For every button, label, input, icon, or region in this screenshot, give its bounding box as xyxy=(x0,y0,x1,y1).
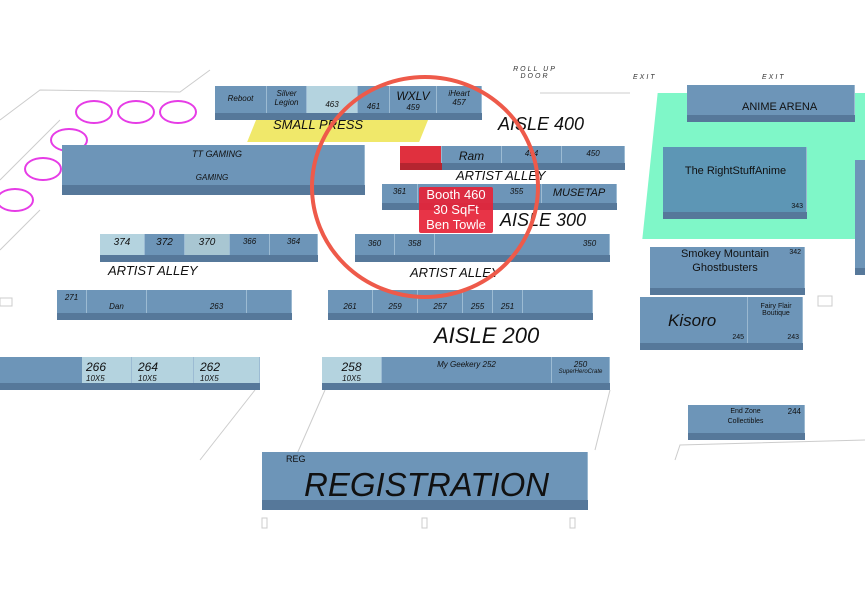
small-press-label: SMALL PRESS xyxy=(273,117,364,132)
booth-461[interactable]: 461 xyxy=(358,86,390,113)
booth-463[interactable]: 463 xyxy=(307,86,358,113)
tooltip-booth: Booth 460 xyxy=(426,187,486,202)
right-edge-booth[interactable] xyxy=(855,160,865,275)
artist-alley-left-row: 374 372 370 366 364 xyxy=(100,234,318,262)
booth-ram[interactable]: Ram xyxy=(442,146,502,163)
booth-263[interactable]: 263 xyxy=(187,290,247,313)
booth-460-highlighted[interactable] xyxy=(400,146,442,170)
booth-450[interactable]: 450 xyxy=(562,146,625,163)
booth-257[interactable]: 257 xyxy=(418,290,463,313)
artist-alley-400-row: Ram 454 450 xyxy=(442,146,625,170)
booth-reboot[interactable]: Reboot xyxy=(215,86,267,113)
booth-end-zone-collectibles[interactable]: End Zone Collectibles 244 xyxy=(688,405,805,440)
booth-364[interactable]: 364 xyxy=(270,234,318,255)
artist-alley-label: ARTIST ALLEY xyxy=(108,263,198,278)
exit-label: EXIT xyxy=(633,74,657,81)
booth-372[interactable]: 372 xyxy=(145,234,185,255)
booth-my-geekery[interactable]: My Geekery 252 xyxy=(382,357,552,383)
artist-alley-label: ARTIST ALLEY xyxy=(410,265,500,280)
booth-fairy-flair-boutique[interactable]: Fairy Flair Boutique 243 xyxy=(748,297,803,350)
booth-350[interactable]: 350 xyxy=(570,234,610,255)
registration-desk[interactable]: REG REGISTRATION xyxy=(262,452,588,510)
booth-361[interactable]: 361 xyxy=(382,184,418,203)
booth-370[interactable]: 370 xyxy=(185,234,230,255)
booth-366[interactable]: 366 xyxy=(230,234,270,255)
booth-355[interactable]: 355 xyxy=(492,184,542,203)
row-200-right: 261 259 257 255 251 xyxy=(328,290,593,320)
artist-alley-label: ARTIST ALLEY xyxy=(456,168,546,183)
table-marker xyxy=(117,100,155,124)
exit-label: EXIT xyxy=(762,74,786,81)
booth-kisoro[interactable]: Kisoro 245 xyxy=(640,297,748,350)
booth-360[interactable]: 360 xyxy=(355,234,395,255)
booth-tooltip: Booth 460 30 SqFt Ben Towle xyxy=(419,187,493,233)
tooltip-vendor: Ben Towle xyxy=(426,217,486,232)
booth-358[interactable]: 358 xyxy=(395,234,435,255)
booth-silver-legion[interactable]: Silver Legion xyxy=(267,86,307,113)
table-marker xyxy=(75,100,113,124)
booth-271[interactable]: 271 xyxy=(57,290,87,313)
booth-dan[interactable]: Dan xyxy=(87,290,147,313)
table-marker xyxy=(159,100,197,124)
anime-arena-block[interactable]: ANIME ARENA xyxy=(687,85,855,122)
booth-musetap[interactable]: MUSETAP xyxy=(542,184,617,203)
booth-255[interactable]: 255 xyxy=(463,290,493,313)
booth-454[interactable]: 454 xyxy=(502,146,562,163)
row-300-lower: 360 358 350 xyxy=(355,234,610,262)
tooltip-size: 30 SqFt xyxy=(433,202,479,217)
aisle-400-label: AISLE 400 xyxy=(498,114,585,134)
booth-374[interactable]: 374 xyxy=(100,234,145,255)
booth-251[interactable]: 251 xyxy=(493,290,523,313)
booth-rightstuffanime[interactable]: The RightStuffAnime 343 xyxy=(663,147,807,219)
roll-up-door-label: ROLL UP DOOR xyxy=(513,66,557,80)
booth-261[interactable]: 261 xyxy=(328,290,373,313)
booth-tt-gaming[interactable]: TT GAMING GAMING xyxy=(62,145,365,195)
table-marker xyxy=(24,157,62,181)
booth-259[interactable]: 259 xyxy=(373,290,418,313)
table-marker xyxy=(0,188,34,212)
aisle-200-label: AISLE 200 xyxy=(434,323,540,348)
row-300-upper: 361 355 MUSETAP xyxy=(382,184,617,210)
booth-smokey-mountain-ghostbusters[interactable]: Smokey Mountain Ghostbusters 342 xyxy=(650,247,805,295)
row-200-left: 271 Dan 263 xyxy=(57,290,292,320)
aisle-300-label: AISLE 300 xyxy=(500,210,587,230)
